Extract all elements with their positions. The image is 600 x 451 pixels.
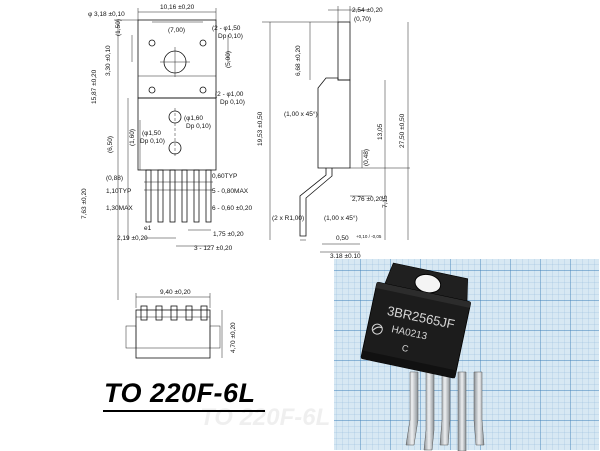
dim-160v: (1,60): [129, 129, 136, 146]
dim-763: 7,63 ±0,20: [81, 188, 88, 219]
dim-1305: 13,05: [377, 123, 384, 140]
component-photo: 3BR2565JF HA0213 C TO 220F-6L: [200, 258, 600, 451]
dim-hole2-100: (2 - φ1,00: [215, 91, 244, 98]
package-title: TO 220F-6L: [104, 378, 256, 408]
photo-package: 3BR2565JF HA0213 C: [360, 262, 471, 379]
dim-2r: (2 x R1,00): [272, 215, 304, 222]
bottom-view: 9,40 ±0,20 4,70 ±0,20: [125, 289, 237, 359]
dim-hole2-150: (2 - φ1,50: [212, 25, 241, 32]
dim-470: 4,70 ±0,20: [230, 322, 237, 353]
dim-060typ: 0,60TYP: [212, 173, 237, 180]
dim-050tol: +0,10 / -0,05: [356, 234, 382, 239]
dim-050: 0,50: [336, 235, 349, 242]
dim-940: 9,40 ±0,20: [160, 289, 191, 296]
dim-100x45: (1,00 x 45°): [284, 110, 318, 118]
title-shadow: TO 220F-6L: [200, 404, 330, 431]
dim-hole-dia: φ 3,18 ±0,10: [88, 11, 125, 18]
dim-dp010c: Dp 0,10): [186, 123, 211, 130]
dim-dp010d: Dp 0,10): [140, 138, 165, 145]
dim-3127: 3 - 127 ±0,20: [194, 245, 233, 252]
side-tab: [337, 21, 351, 81]
dim-219: 2,19 ±0,20: [117, 235, 148, 242]
front-leads: [144, 169, 213, 223]
dim-1x45: (1,00 x 45°): [324, 214, 358, 222]
dim-110typ: 1,10TYP: [106, 188, 131, 195]
dim-width-top: 10,16 ±0,20: [160, 4, 195, 11]
dim-330: 3,30 ±0,10: [105, 45, 112, 76]
side-body: [317, 77, 351, 169]
side-view: 2,54 ±0,20 (0,70) 6,68 ±0,20 (1,00 x 45°…: [257, 6, 410, 260]
dim-500: (5,00): [225, 51, 232, 68]
title-underline: [103, 410, 265, 412]
dim-d160: (φ1,60: [184, 115, 203, 122]
dim-d150b: (φ1,50: [142, 130, 161, 137]
dim-276: 2,76 ±0,20: [352, 196, 383, 203]
dim-dp010b: Dp 0,10): [220, 99, 245, 106]
dim-318: 3,18 ±0,10: [330, 253, 361, 260]
front-view: φ 3,18 ±0,10 10,16 ±0,20 (7,00) (1,50) 3…: [81, 4, 252, 300]
dim-2750: 27,50 ±0,50: [399, 113, 406, 148]
photo-leads: [405, 371, 485, 451]
dim-254: 2,54 ±0,20: [352, 7, 383, 14]
front-body: [137, 97, 217, 171]
dim-130max: 1,30MAX: [106, 205, 133, 212]
dim-060x6: 6 - 0,60 ±0,20: [212, 205, 252, 212]
infineon-logo: [371, 323, 383, 335]
dim-700: (7,00): [168, 27, 185, 34]
dim-e1: e1: [144, 225, 152, 232]
dim-dp010a: Dp 0,10): [218, 33, 243, 40]
side-lead: [299, 168, 333, 237]
dim-668: 6,68 ±0,20: [295, 45, 302, 76]
dim-175: 1,75 ±0,20: [213, 231, 244, 238]
dim-1953: 19,53 ±0,50: [257, 111, 264, 146]
dim-1587: 15,87 ±0,20: [91, 69, 98, 104]
dim-080max: 5 - 0,80MAX: [212, 188, 249, 195]
dim-715: 7,15: [382, 195, 389, 208]
dim-650: (6,50): [107, 136, 114, 153]
dim-d088: (0,88): [106, 175, 123, 182]
dim-070: (0,70): [354, 16, 371, 23]
marking-line3: C: [401, 343, 410, 354]
dim-150a: (1,50): [115, 19, 122, 36]
dim-048: (0,48): [363, 149, 370, 166]
